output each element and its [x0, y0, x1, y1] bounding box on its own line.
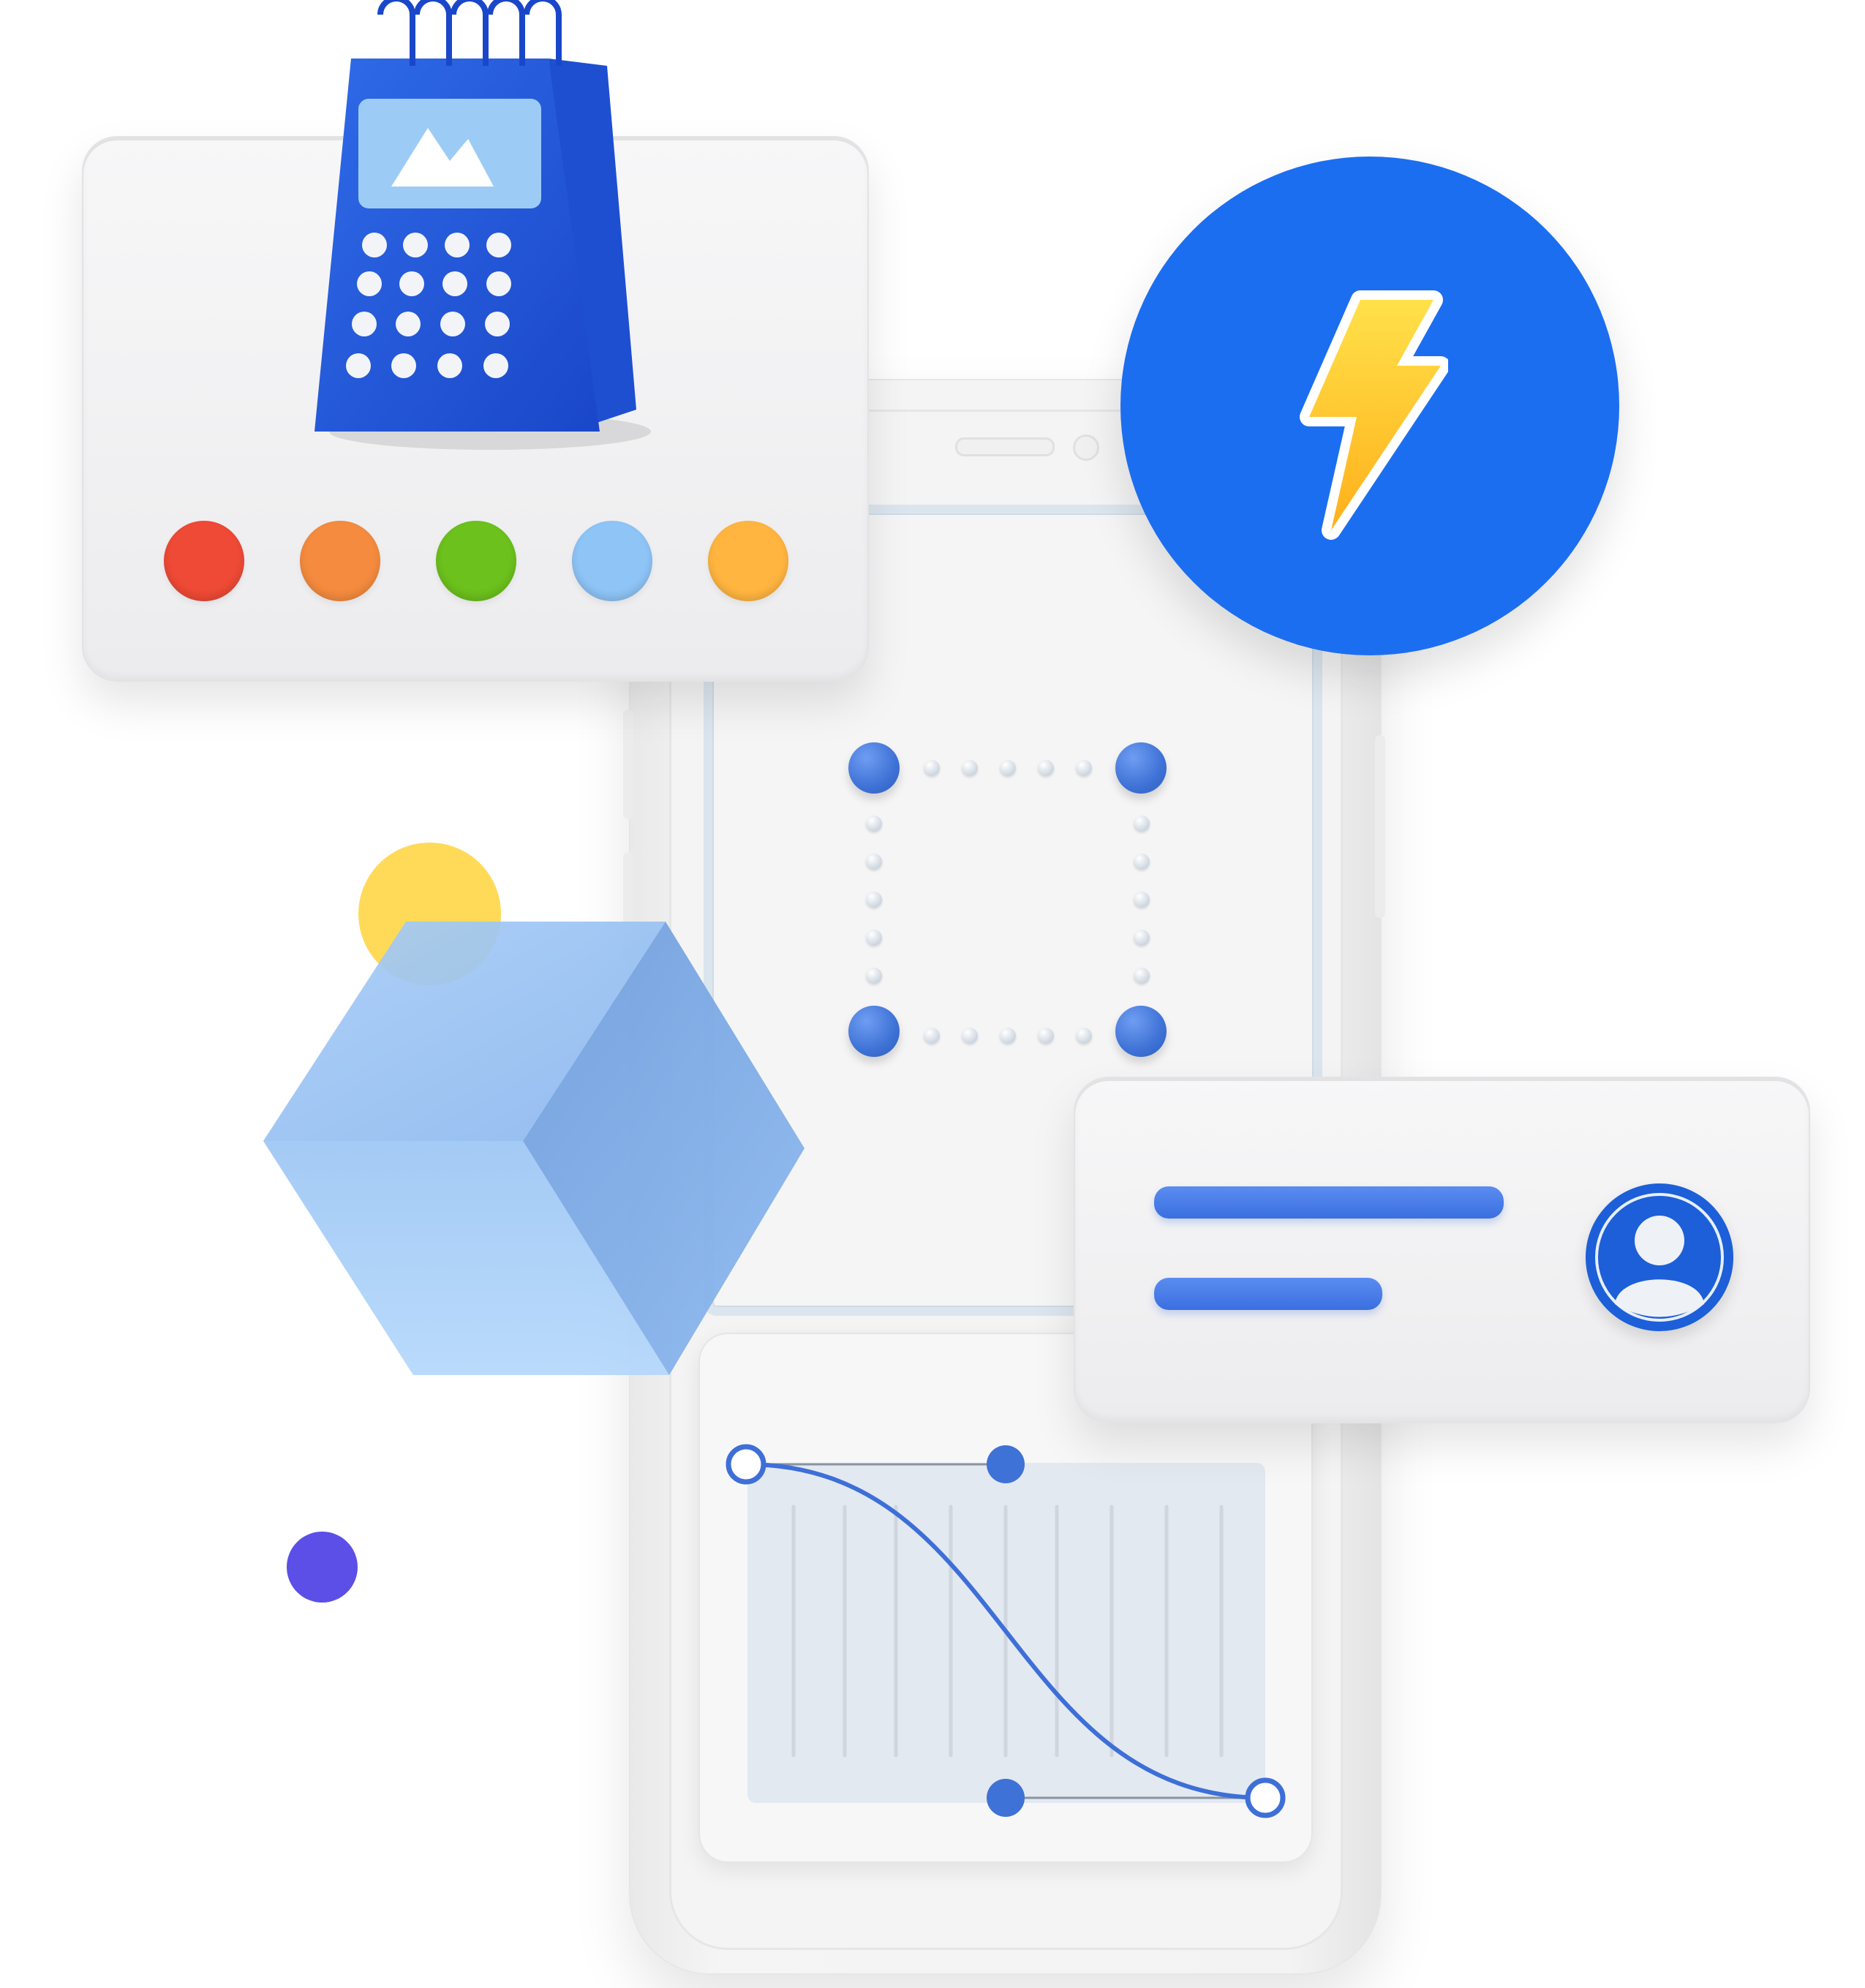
lightning-bolt-icon	[1300, 290, 1448, 540]
phone-side-button	[1375, 735, 1385, 918]
selection-handle[interactable]	[848, 742, 900, 794]
selection-handle[interactable]	[1115, 742, 1167, 794]
phone-side-button	[623, 709, 633, 819]
frame-dot	[1134, 968, 1150, 984]
dot-icon	[287, 1532, 358, 1603]
frame-dot	[1038, 760, 1054, 776]
frame-dot	[962, 1028, 978, 1044]
frame-dot	[924, 760, 940, 776]
frame-dot	[866, 854, 882, 870]
frame-dot	[1076, 1028, 1092, 1044]
frame-dot	[1000, 1028, 1016, 1044]
selection-frame[interactable]	[848, 742, 1167, 1061]
selection-handle[interactable]	[1115, 1006, 1167, 1057]
cube-icon	[263, 922, 805, 1375]
selection-handle[interactable]	[848, 1006, 900, 1057]
color-swatch-red[interactable]	[164, 521, 244, 601]
text-line-short	[1154, 1278, 1382, 1310]
color-swatch-light-blue[interactable]	[572, 521, 652, 601]
color-swatch-orange[interactable]	[300, 521, 380, 601]
frame-dot	[962, 760, 978, 776]
phone-speaker	[955, 437, 1055, 456]
user-avatar-icon[interactable]	[1586, 1183, 1733, 1331]
color-swatch-amber[interactable]	[708, 521, 788, 601]
frame-dot	[866, 892, 882, 908]
phone-camera	[1073, 434, 1099, 461]
frame-dot	[866, 930, 882, 946]
frame-dot	[1134, 854, 1150, 870]
frame-dot	[1134, 930, 1150, 946]
frame-dot	[1134, 892, 1150, 908]
frame-dot	[924, 1028, 940, 1044]
color-swatch-green[interactable]	[436, 521, 516, 601]
calendar-icon	[314, 0, 651, 450]
text-line-long	[1154, 1186, 1504, 1219]
frame-dot	[1134, 816, 1150, 832]
bezier-curve-icon[interactable]	[698, 1419, 1313, 1858]
frame-dot	[866, 968, 882, 984]
frame-dot	[1038, 1028, 1054, 1044]
frame-dot	[1000, 760, 1016, 776]
frame-dot	[866, 816, 882, 832]
frame-dot	[1076, 760, 1092, 776]
